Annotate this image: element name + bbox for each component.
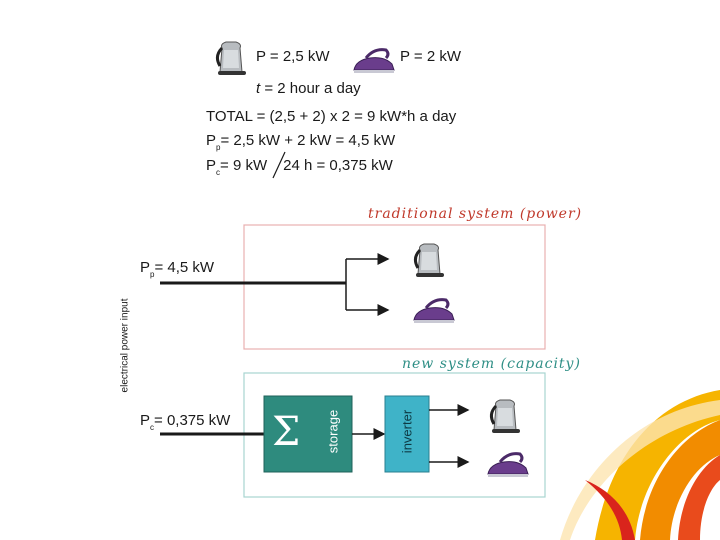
pc-subscript: c bbox=[216, 168, 221, 177]
storage-label: storage bbox=[325, 409, 341, 454]
pp-input-rest: = 4,5 kW bbox=[154, 259, 215, 276]
time-rest: = 2 hour a day bbox=[260, 80, 361, 97]
pp-input-subscript: p bbox=[150, 270, 155, 279]
pc-formula: Pc= 9 kW 24 h = 0,375 kW bbox=[206, 157, 393, 177]
traditional-system-box bbox=[243, 224, 546, 350]
iron-icon bbox=[487, 452, 529, 477]
new-system-label: new system (capacity) bbox=[402, 356, 581, 372]
kettle-power-text: P = 2,5 kW bbox=[256, 48, 330, 65]
pp-input-symbol: P bbox=[140, 259, 151, 276]
sigma-symbol: Σ bbox=[272, 409, 301, 455]
inverter-label: inverter bbox=[399, 409, 415, 454]
pc-input-rest: = 0,375 kW bbox=[154, 412, 231, 429]
electrical-power-input-label: electrical power input bbox=[119, 298, 131, 393]
kettle-icon bbox=[215, 41, 246, 75]
iron-icon bbox=[413, 298, 455, 323]
pp-formula: Pp= 2,5 kW + 2 kW = 4,5 kW bbox=[206, 132, 395, 152]
iron-icon bbox=[353, 48, 395, 73]
time-formula: t = 2 hour a day bbox=[256, 80, 361, 98]
pc-input-symbol: P bbox=[140, 412, 151, 429]
pc-input-subscript: c bbox=[150, 423, 155, 432]
iron-power-text: P = 2 kW bbox=[400, 48, 461, 65]
pc-rest-2: 24 h = 0,375 kW bbox=[283, 157, 393, 174]
total-formula: TOTAL = (2,5 + 2) x 2 = 9 kW*h a day bbox=[206, 108, 457, 125]
pc-input-label: Pc= 0,375 kW bbox=[140, 412, 230, 432]
pp-subscript: p bbox=[216, 143, 221, 152]
traditional-system-label: traditional system (power) bbox=[368, 206, 583, 222]
inverter-block bbox=[384, 395, 430, 473]
decorative-flame-graphic bbox=[560, 390, 720, 540]
pc-rest-1: = 9 kW bbox=[220, 157, 268, 174]
pp-rest: = 2,5 kW + 2 kW = 4,5 kW bbox=[220, 132, 396, 149]
pp-input-label: Pp= 4,5 kW bbox=[140, 259, 214, 279]
pc-symbol: P bbox=[206, 157, 217, 174]
kettle-icon bbox=[489, 399, 520, 433]
division-slash bbox=[272, 151, 286, 179]
kettle-icon bbox=[413, 243, 444, 277]
pp-symbol: P bbox=[206, 132, 217, 149]
time-variable: t bbox=[256, 80, 261, 97]
